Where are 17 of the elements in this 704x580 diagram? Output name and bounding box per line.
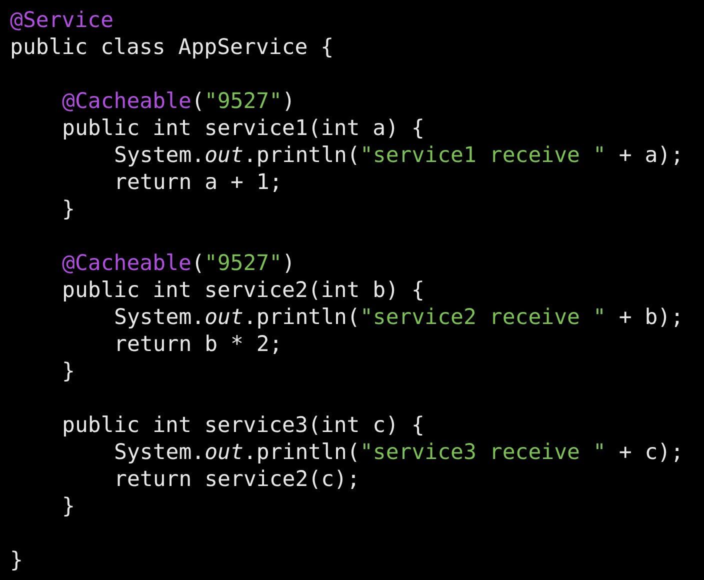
code-line: return service2(c); xyxy=(114,466,360,493)
code-line: @Service xyxy=(10,7,114,34)
code-line: System.out.println("service1 receive " + a); xyxy=(114,142,684,169)
code-line: return a + 1; xyxy=(114,169,282,196)
code-line: } xyxy=(62,196,75,223)
code-line: @Cacheable("9527") xyxy=(62,250,296,277)
code-line: } xyxy=(62,358,75,385)
code-line: return b * 2; xyxy=(114,331,282,358)
code-line: } xyxy=(62,493,75,520)
code-line: public class AppService { xyxy=(10,34,334,61)
code-line: System.out.println("service3 receive " + c); xyxy=(114,439,684,466)
code-line: @Cacheable("9527") xyxy=(62,88,296,115)
code-line: public int service3(int c) { xyxy=(62,412,424,439)
code-line: public int service2(int b) { xyxy=(62,277,424,304)
code-line: } xyxy=(10,547,23,574)
code-line: public int service1(int a) { xyxy=(62,115,424,142)
code-line: System.out.println("service2 receive " + b); xyxy=(114,304,684,331)
